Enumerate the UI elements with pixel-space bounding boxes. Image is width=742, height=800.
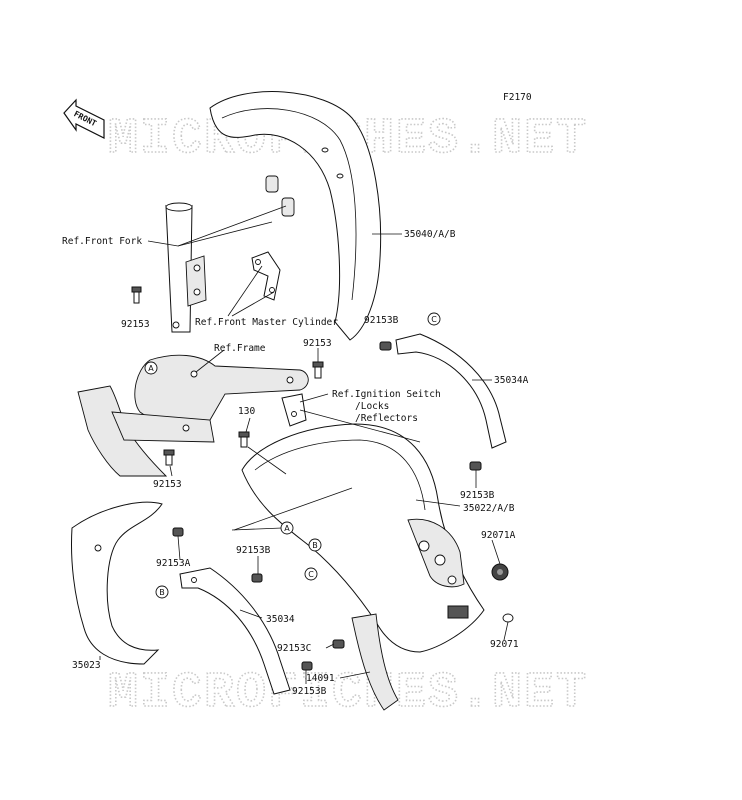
svg-text:C: C (431, 315, 437, 324)
part-label-14091: 14091 (306, 673, 335, 684)
rear-strut-35034 (179, 567, 291, 695)
part-label-35034: 35034 (266, 614, 295, 625)
part-label-92153b-mid: 92153B (236, 545, 271, 556)
bolt-92153b-right (469, 461, 482, 471)
callout-a-fender: A (280, 521, 294, 535)
bracket-14091 (351, 613, 399, 711)
part-label-92071: 92071 (490, 639, 519, 650)
svg-text:C: C (308, 570, 314, 579)
svg-text:B: B (312, 541, 318, 550)
leader-lines (99, 205, 509, 684)
part-label-92153b-top: 92153B (364, 315, 399, 326)
front-arrow-icon: FRONT (63, 98, 105, 139)
ref-front-master-cylinder-label: Ref.Front Master Cylinder (195, 317, 338, 328)
part-label-92071a: 92071A (481, 530, 516, 541)
rear-strut-35034a (395, 333, 507, 449)
part-label-92153b-bottom: 92153B (292, 686, 327, 697)
callout-b-strut: B (155, 585, 169, 599)
front-fork (165, 202, 207, 333)
bolt-92153b-bottom (301, 661, 313, 671)
watermark-bottom: MICROFICHES.NET (108, 665, 588, 722)
rear-fender (241, 423, 485, 653)
part-label-92153-frame: 92153 (303, 338, 332, 349)
part-label-35023: 35023 (72, 660, 101, 671)
bolt-92153c (332, 639, 345, 649)
ref-front-fork-label: Ref.Front Fork (62, 236, 142, 247)
part-label-92153-fork: 92153 (121, 319, 150, 330)
part-label-92153c: 92153C (277, 643, 311, 654)
svg-text:A: A (148, 364, 154, 373)
frame (77, 354, 309, 477)
ref-ignition-label-3: /Reflectors (355, 413, 418, 424)
bolt-92153a (172, 527, 184, 537)
bolt-92153-left (163, 449, 175, 466)
part-label-92153-left: 92153 (153, 479, 182, 490)
ref-ignition-label-2: /Locks (355, 401, 389, 412)
part-label-35034a: 35034A (494, 375, 529, 386)
part-label-92153a: 92153A (156, 558, 191, 569)
callout-c-fender: C (304, 567, 318, 581)
front-fender (209, 91, 382, 341)
bolt-92153b-top (379, 341, 392, 351)
callout-b-fender: B (308, 538, 322, 552)
hose-bracket (251, 251, 281, 301)
figure-code: F2170 (503, 92, 532, 103)
grommet-92071a (491, 563, 509, 581)
ignition-bracket (281, 393, 307, 427)
part-label-130: 130 (238, 406, 255, 417)
part-label-92153b-right: 92153B (460, 490, 495, 501)
inner-fender-35023 (71, 501, 163, 665)
ref-ignition-label-1: Ref.Ignition Seitch (332, 389, 441, 400)
bolt-92153b-mid (251, 573, 263, 583)
callout-c-strut: C (427, 312, 441, 326)
part-label-35022: 35022/A/B (463, 503, 515, 514)
callout-a-frame: A (144, 361, 158, 375)
part-label-35040: 35040/A/B (404, 229, 456, 240)
bolt-130 (238, 431, 250, 448)
grommet-92071 (502, 613, 514, 623)
svg-text:A: A (284, 524, 290, 533)
bolt-92153-frame (312, 361, 324, 379)
bolt-92153-fork (131, 286, 142, 304)
svg-text:B: B (159, 588, 165, 597)
ref-frame-label: Ref.Frame (214, 343, 266, 354)
